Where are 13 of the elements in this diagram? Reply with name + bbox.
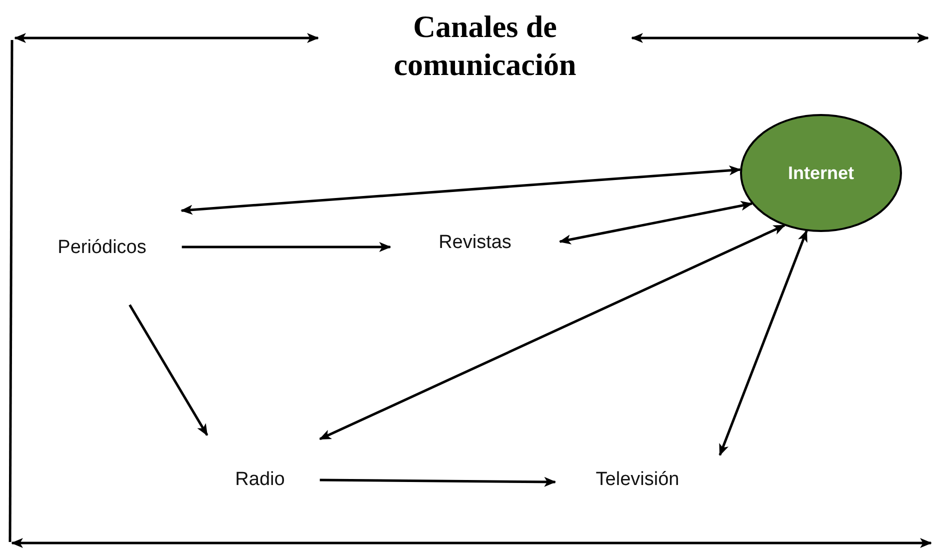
diagram-title: Canales de comunicación <box>392 8 578 84</box>
arrow <box>128 304 208 436</box>
arrow <box>320 476 556 487</box>
node-label: Radio <box>235 469 285 491</box>
node-label: Televisión <box>596 469 680 491</box>
node-label: Internet <box>788 162 854 184</box>
arrow <box>180 165 742 215</box>
node-label: Revistas <box>438 232 512 254</box>
arrow <box>182 242 392 252</box>
arrow <box>558 200 753 244</box>
arrow <box>718 230 808 456</box>
node-label: Periódicos <box>58 236 146 258</box>
arrow <box>319 224 786 440</box>
